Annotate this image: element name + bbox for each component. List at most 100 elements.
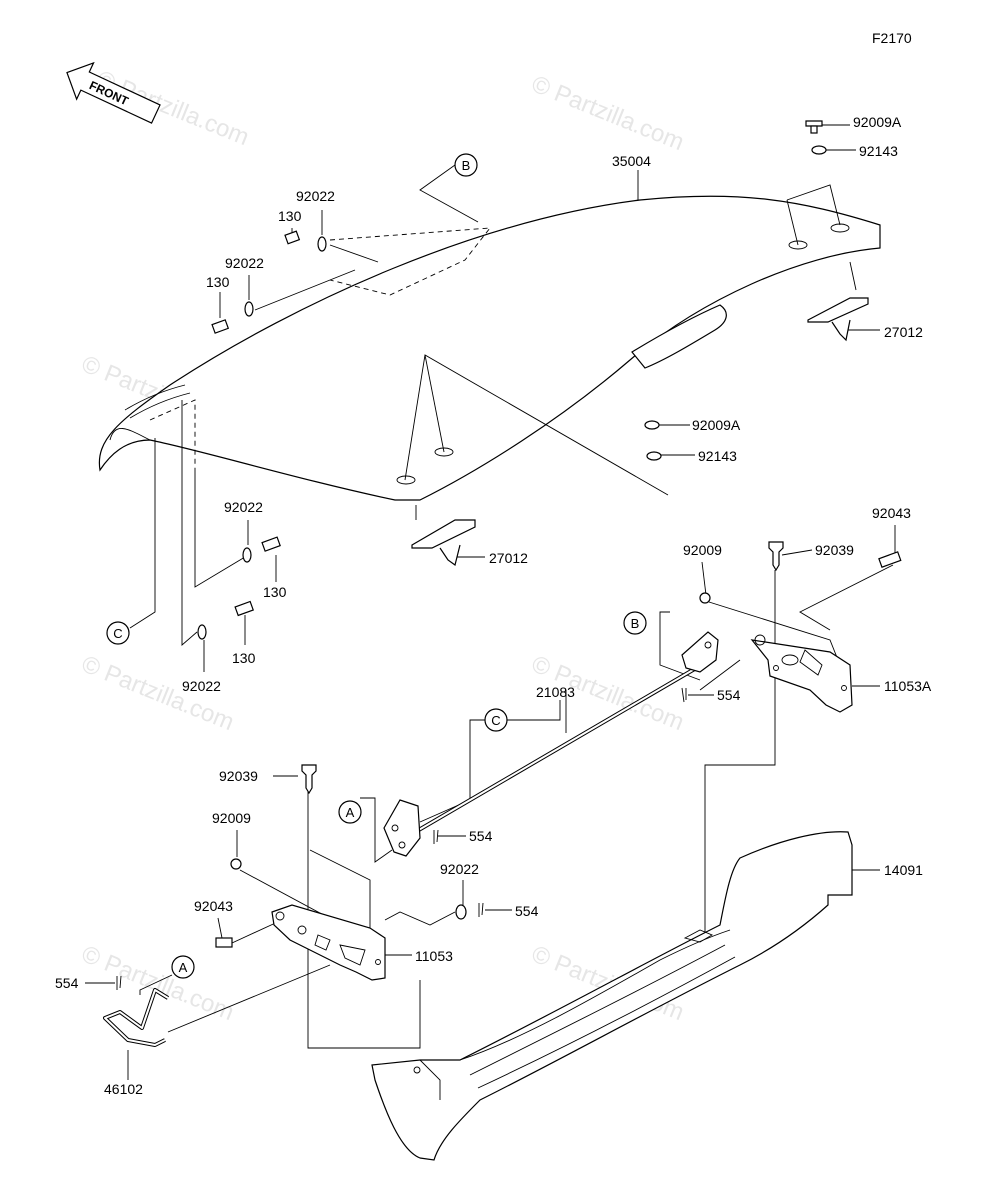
screw-92009-left: [230, 858, 242, 870]
leader-b-top: [419, 164, 479, 223]
roof-mount-dash: [329, 227, 491, 296]
rod-end-right-hole: [704, 641, 712, 649]
label-92043-left: 92043: [194, 898, 233, 914]
roof-front-dash: [149, 399, 196, 470]
bolt-130-c: [261, 536, 281, 552]
rivet-92039-left: [301, 764, 317, 795]
leader-a-mid: [360, 797, 393, 863]
callout-a-mid: [338, 800, 362, 824]
roof-vent-1: [124, 384, 186, 411]
clip-27012-mid: [411, 519, 476, 549]
leader-554-a-b: [699, 659, 741, 691]
tray-14091: [371, 831, 853, 1161]
pin-554-d: [116, 975, 122, 990]
tray-mount-tab: [683, 929, 714, 943]
rod-21083: [383, 631, 719, 857]
clip-27012-right: [807, 297, 869, 323]
bracket-11053-body: [271, 904, 386, 981]
bracket-11053a-slot: [799, 649, 823, 676]
label-27012-mid: 27012: [489, 550, 528, 566]
roof-vent-2: [129, 392, 191, 419]
rod-fill: [404, 659, 711, 839]
pin-554-a: [681, 687, 687, 703]
label-92022-c: 92022: [224, 499, 263, 515]
leader-92009-right: [701, 561, 707, 596]
roof-hole-3: [434, 447, 454, 457]
grommet-92143-mid: [646, 451, 662, 461]
leader-washer-a: [329, 244, 379, 263]
watermark-1: © Partzilla.com: [528, 71, 688, 157]
grommet-92143-top: [811, 145, 827, 155]
washer-92022-b: [244, 301, 254, 317]
label-130-d: 130: [232, 650, 256, 666]
label-92143-mid: 92143: [698, 448, 737, 464]
washer-92022-a: [317, 236, 327, 252]
leader-a-left: [139, 974, 173, 995]
bracket-11053-slot-1: [314, 934, 331, 951]
leader-11053-b: [309, 849, 371, 945]
leader-46102-b: [167, 964, 331, 1033]
callout-c-left: [106, 621, 130, 645]
label-92043-right: 92043: [872, 505, 911, 521]
label-92009a-top: 92009A: [853, 114, 902, 130]
screw-92009a-top-shank: [810, 125, 818, 134]
label-92039-right: 92039: [815, 542, 854, 558]
leader-27012-right-a: [849, 261, 857, 291]
callout-a-mid-label: A: [346, 805, 355, 820]
rod-end-left-hole: [391, 824, 399, 832]
label-92009-right: 92009: [683, 542, 722, 558]
label-92022-a: 92022: [296, 188, 335, 204]
callout-b-top: [454, 153, 478, 177]
label-92143-top: 92143: [859, 143, 898, 159]
label-92022-d: 92022: [182, 678, 221, 694]
label-130-a: 130: [278, 208, 302, 224]
leader-c-mid: [419, 700, 561, 823]
label-14091: 14091: [884, 862, 923, 878]
label-130-b: 130: [206, 274, 230, 290]
roof-front-lip: [109, 428, 151, 441]
bracket-11053-hole-2: [297, 925, 307, 935]
roof-hole-1: [788, 240, 808, 250]
bracket-11053a-hole-2: [781, 654, 799, 666]
leader-92022-c: [194, 470, 246, 588]
washer-92022-e: [455, 904, 467, 920]
tray-hole: [413, 1066, 421, 1074]
watermark-7: © Partzilla.com: [93, 66, 253, 152]
rod-end-left-hole-2: [398, 841, 406, 849]
figure-code: F2170: [872, 30, 912, 46]
bracket-11053-hole-3: [375, 959, 381, 965]
pin-554-b: [433, 829, 439, 844]
label-92022-e: 92022: [440, 861, 479, 877]
label-130-c: 130: [263, 584, 287, 600]
bracket-11053a: [750, 634, 853, 713]
tray-corner-edge: [419, 1059, 441, 1100]
pin-554-c: [478, 902, 484, 917]
leader-top-holes: [786, 184, 841, 226]
label-554-a: 554: [717, 687, 741, 703]
rod-end-right: [681, 631, 719, 673]
label-92009a-mid: 92009A: [692, 417, 741, 433]
label-46102: 46102: [104, 1081, 143, 1097]
bent-rod-46102: [103, 988, 170, 1047]
bracket-11053a-hole-4: [773, 665, 779, 671]
callouts: B C B C A A: [106, 153, 647, 979]
label-554-c: 554: [515, 903, 539, 919]
label-92039-left: 92039: [219, 768, 258, 784]
clip-27012-right-tab: [831, 319, 851, 342]
rod-end-left: [383, 799, 421, 857]
bracket-11053-hole-1: [275, 911, 285, 921]
callout-c-mid-label: C: [491, 713, 500, 728]
bent-rod-outline: [103, 988, 170, 1047]
leader-92043-left: [217, 917, 223, 939]
roof-rib: [631, 304, 727, 369]
bolt-130-a: [284, 230, 301, 245]
leader-mid-holes-2: [424, 354, 445, 453]
tray-channel-1: [469, 944, 726, 1076]
bracket-11053a-hole-3: [841, 685, 847, 691]
screw-92009a-mid: [644, 420, 660, 430]
leader-c-left: [129, 438, 156, 629]
bracket-11053: [271, 904, 386, 981]
washer-92022-c: [242, 547, 252, 563]
callout-c-left-label: C: [113, 626, 122, 641]
callout-c-mid: [484, 708, 508, 732]
